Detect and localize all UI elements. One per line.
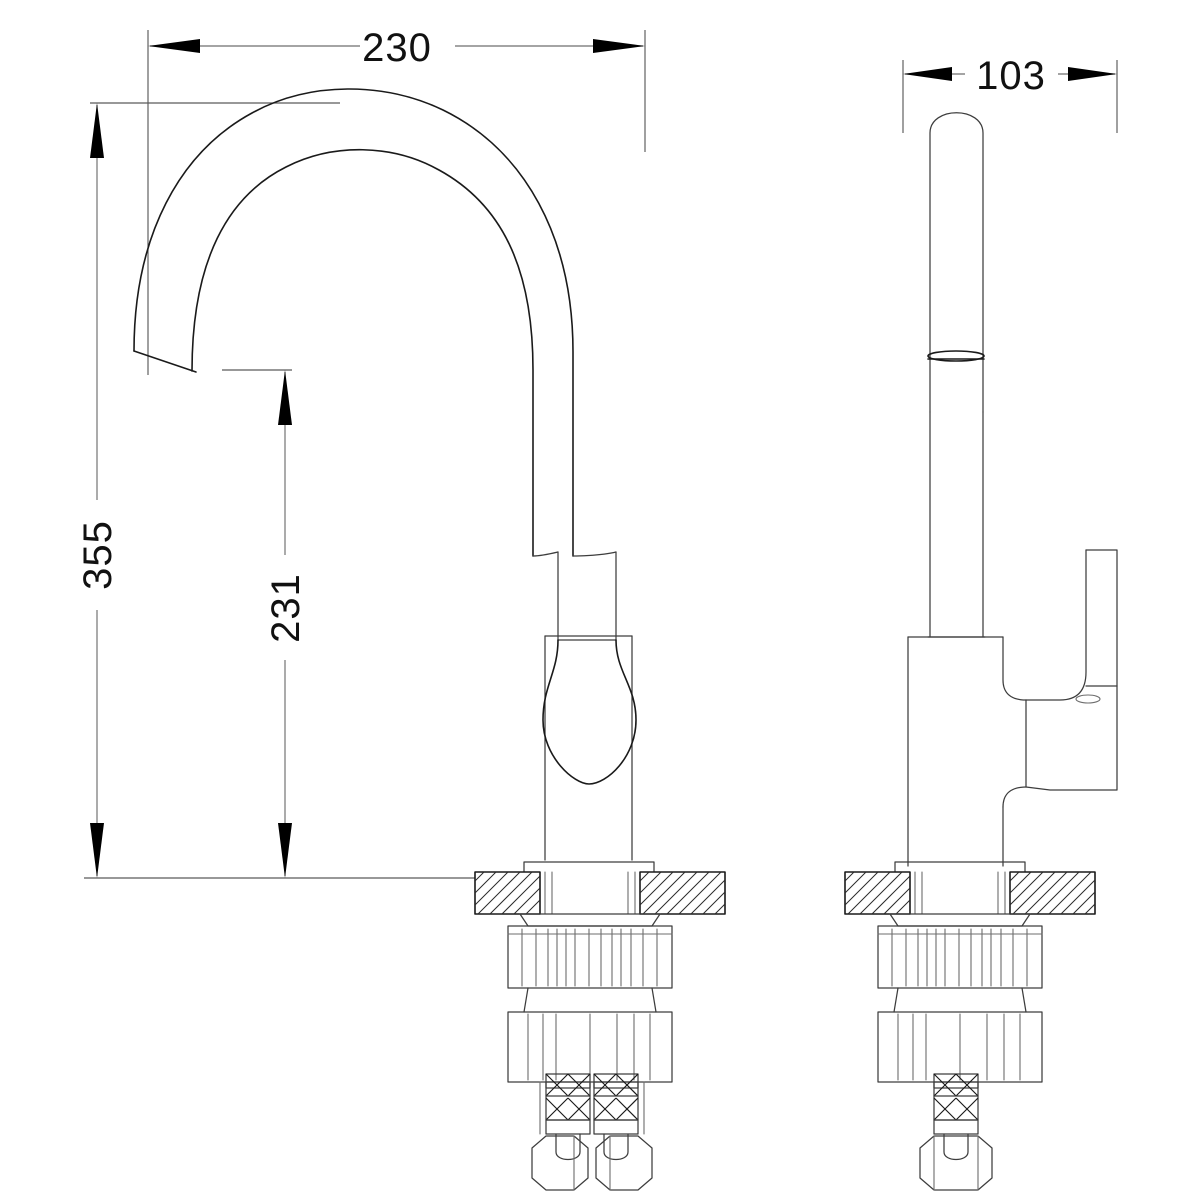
column-shoulder-left xyxy=(532,551,559,557)
body-upper-right-shoulder xyxy=(1002,636,1027,701)
shank-right xyxy=(651,987,657,1013)
spout-outer-wall xyxy=(133,88,574,557)
hose-right-braid xyxy=(593,1073,639,1121)
side-hose-stem xyxy=(943,1133,969,1161)
side-hex-connector-nut xyxy=(919,1135,993,1191)
side-under-counter-washer xyxy=(889,913,1031,927)
front-elevation-view xyxy=(133,88,726,1191)
body-depth-label: 103 xyxy=(976,54,1046,98)
arrowhead-bottom xyxy=(90,823,104,878)
side-countertop-section xyxy=(844,871,1096,915)
overall-height-label: 355 xyxy=(76,520,120,590)
arrowhead-left xyxy=(903,67,952,81)
side-spout-body xyxy=(929,112,984,413)
lever-handle xyxy=(1025,549,1118,791)
under-counter-washer xyxy=(519,913,661,927)
handle-upper-surface xyxy=(1025,549,1087,701)
gooseneck-spout xyxy=(133,88,574,557)
arrowhead-right xyxy=(593,39,645,53)
hex-connector-nuts xyxy=(531,1135,653,1191)
overall-height-dimension: 355 xyxy=(76,102,725,879)
knurled-lock-nut xyxy=(507,1011,673,1083)
washer-plate xyxy=(519,913,661,927)
side-hatching-right xyxy=(1009,871,1096,915)
spout-outlet-height-dimension: 231 xyxy=(222,369,308,878)
handle-pivot-detail xyxy=(1075,694,1101,704)
side-hatching-left xyxy=(844,871,911,915)
side-threaded-shank xyxy=(893,987,1027,1013)
hose-right-stem xyxy=(603,1133,629,1161)
spout-reach-dimension: 230 xyxy=(147,26,646,375)
side-hex-nut xyxy=(919,1135,993,1191)
body-depth-dimension: 103 xyxy=(902,54,1118,133)
spout-outlet-height-label: 231 xyxy=(264,573,308,643)
arrowhead-top xyxy=(278,370,292,425)
spout-reach-label: 230 xyxy=(362,26,432,70)
hatching-left xyxy=(474,871,541,915)
side-shank-left xyxy=(893,987,899,1013)
side-elevation-view xyxy=(844,112,1118,1191)
vertical-body-column xyxy=(532,551,617,641)
side-hose-braid xyxy=(933,1073,979,1121)
countertop-fill xyxy=(475,872,725,914)
braided-supply-hoses xyxy=(539,1073,645,1161)
hose-left-collar xyxy=(545,1119,591,1135)
side-braided-supply-hose xyxy=(933,1073,979,1161)
side-knurled-lock-nut xyxy=(877,1011,1043,1083)
hatching-right xyxy=(639,871,726,915)
side-body-block xyxy=(907,636,1027,867)
side-upper-nut-body xyxy=(877,925,1043,989)
angled-spout-outlet xyxy=(133,350,197,373)
side-upper-nut-knurling xyxy=(891,928,1028,987)
shank-left xyxy=(523,987,529,1013)
countertop-section-hatched xyxy=(474,871,726,915)
side-spout-profile xyxy=(927,112,985,413)
spout-inner-wall xyxy=(191,148,534,557)
arrowhead-bottom xyxy=(278,823,292,878)
hex-nut-left xyxy=(531,1135,589,1191)
side-knurled-mounting-nut xyxy=(877,925,1043,989)
hose-left-stem xyxy=(555,1133,581,1161)
handle-lower-contour xyxy=(1025,685,1118,791)
hose-right-collar xyxy=(593,1119,639,1135)
hose-left-braid xyxy=(545,1073,591,1121)
threaded-shank xyxy=(523,987,657,1013)
side-lower-nut-knurling xyxy=(897,1013,1021,1081)
side-shank-right xyxy=(1021,987,1027,1013)
side-washer-plate xyxy=(889,913,1031,927)
upper-nut-knurling xyxy=(521,928,658,987)
side-neck-taper xyxy=(927,411,986,638)
column-shoulder-right xyxy=(572,551,617,557)
hex-nut-right xyxy=(595,1135,653,1191)
knurled-mounting-nut xyxy=(507,925,673,989)
body-lower-right-shoulder xyxy=(1002,786,1027,808)
rounded-cartridge-housing xyxy=(542,635,637,861)
arrowhead-right xyxy=(1068,67,1117,81)
lower-nut-knurling xyxy=(527,1013,651,1081)
handle-bulb xyxy=(542,639,637,785)
upper-nut-body xyxy=(507,925,673,989)
side-hose-collar xyxy=(933,1119,979,1135)
arrowhead-top xyxy=(90,103,104,158)
aerator-ring-seam xyxy=(927,350,985,362)
side-countertop-fill xyxy=(845,872,1095,914)
arrowhead-left xyxy=(148,39,200,53)
handle-outer-tab xyxy=(1085,549,1118,687)
